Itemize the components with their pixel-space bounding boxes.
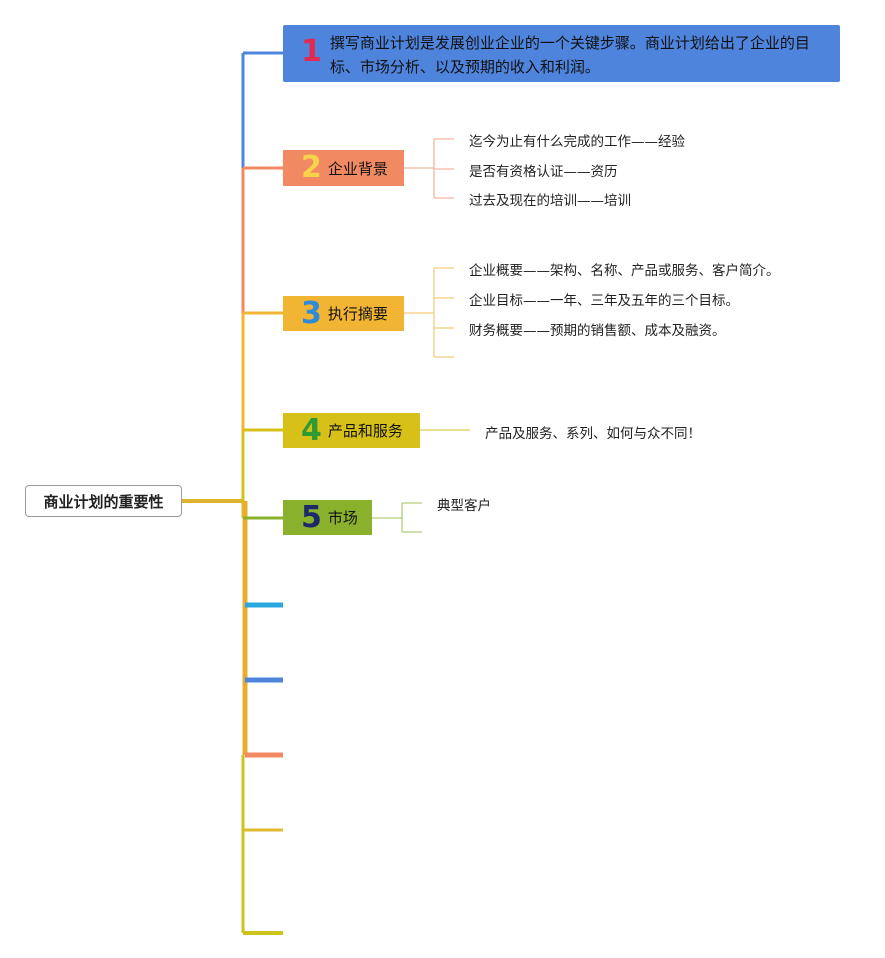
subtopic[interactable]: 产品及服务、系列、如何与众不同！ bbox=[485, 426, 701, 442]
root-topic[interactable]: 商业计划的重要性 bbox=[25, 485, 182, 517]
root-topic-label: 商业计划的重要性 bbox=[43, 492, 164, 511]
topic-label: 市场 bbox=[327, 509, 358, 527]
topic-5-market[interactable]: 5 市场 bbox=[283, 500, 372, 535]
subtopic[interactable]: 企业目标——一年、三年及五年的三个目标。 bbox=[469, 293, 739, 309]
topic-label: 企业背景 bbox=[327, 159, 388, 178]
subtopic[interactable]: 过去及现在的培训——培训 bbox=[469, 193, 631, 209]
subtopic[interactable]: 典型客户 bbox=[437, 498, 491, 514]
subtopic[interactable]: 财务概要——预期的销售额、成本及融资。 bbox=[469, 323, 726, 339]
topic-label: 撰写商业计划是发展创业企业的一个关键步骤。商业计划给出了企业的目标、市场分析、以… bbox=[329, 34, 810, 76]
topic-4-products-services[interactable]: 4 产品和服务 bbox=[283, 413, 420, 448]
topic-label: 执行摘要 bbox=[327, 305, 388, 323]
topic-2-business-background[interactable]: 2 企业背景 bbox=[283, 150, 404, 186]
subtopic[interactable]: 是否有资格认证——资历 bbox=[469, 164, 618, 180]
topic-label: 产品和服务 bbox=[327, 422, 403, 440]
topic-number: 5 bbox=[301, 499, 322, 535]
topic-number: 4 bbox=[301, 412, 322, 448]
topic-number: 3 bbox=[301, 295, 322, 331]
topic-1-intro[interactable]: 1 撰写商业计划是发展创业企业的一个关键步骤。商业计划给出了企业的目标、市场分析… bbox=[283, 25, 840, 82]
topic-3-executive-summary[interactable]: 3 执行摘要 bbox=[283, 296, 404, 331]
topic-number: 1 bbox=[301, 34, 322, 69]
subtopic[interactable]: 迄今为止有什么完成的工作——经验 bbox=[469, 134, 685, 150]
subtopic[interactable]: 企业概要——架构、名称、产品或服务、客户简介。 bbox=[469, 263, 780, 279]
topic-number: 2 bbox=[301, 150, 322, 185]
